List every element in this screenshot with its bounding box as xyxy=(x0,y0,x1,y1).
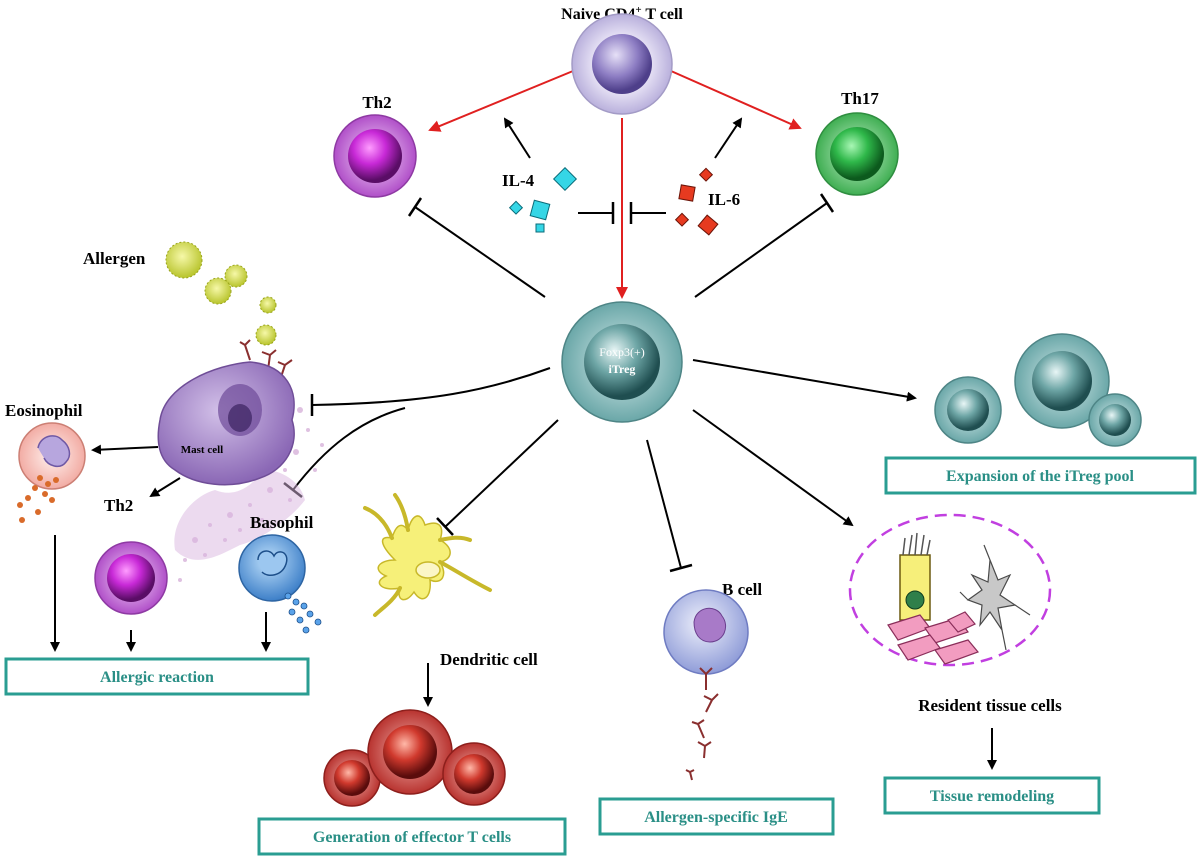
mast-cell: Mast cell xyxy=(157,339,324,582)
naive-to-th2-arrow xyxy=(428,70,574,132)
itreg-inhibits-basophil xyxy=(292,407,406,491)
th17-cell: Th17 xyxy=(815,89,899,196)
itreg-inhibits-dendritic xyxy=(444,419,559,528)
th17-label: Th17 xyxy=(841,89,879,108)
itreg-inhibits-th17 xyxy=(694,202,828,298)
itreg-inhibits-th2-bar xyxy=(407,197,423,217)
itreg-label: iTreg xyxy=(609,362,636,376)
outcome-expansion: Expansion of the iTreg pool xyxy=(884,456,1197,495)
resident-tissue-cells: Resident tissue cells xyxy=(848,513,1062,715)
bcell-label: B cell xyxy=(722,580,762,599)
allergen-label: Allergen xyxy=(83,249,146,268)
naive-to-th17-arrow xyxy=(670,70,802,130)
outcome-allergen-specific-ige: Allergen-specific IgE xyxy=(598,797,835,836)
effector-t-cells xyxy=(323,709,506,807)
remodeling-text: Tissue remodeling xyxy=(930,788,1054,805)
naive-nucleus xyxy=(592,34,652,94)
th2-cell-bottom: Th2 xyxy=(94,496,168,615)
dendritic-cell: Dendritic cell xyxy=(363,493,538,669)
effector-text: Generation of effector T cells xyxy=(313,829,511,846)
naive-cd4-t-cell: Naive CD4+ T cell xyxy=(561,4,683,115)
outcome-tissue-remodeling: Tissue remodeling xyxy=(883,776,1101,815)
eosinophil-label: Eosinophil xyxy=(5,401,83,420)
itreg-inhibits-mast-cell xyxy=(311,367,551,406)
th2-top-label: Th2 xyxy=(362,93,391,112)
expansion-text: Expansion of the iTreg pool xyxy=(946,468,1134,485)
itreg-expansion-cells xyxy=(934,333,1142,447)
il4-to-th2-arrow xyxy=(503,117,531,159)
outcome-allergic-reaction: Allergic reaction xyxy=(4,657,310,696)
eosinophil: Eosinophil xyxy=(5,401,86,523)
mast-to-th2-arrow xyxy=(149,477,181,498)
il6-label: IL-6 xyxy=(708,190,740,209)
itreg-inhibits-th2 xyxy=(414,206,546,298)
outcome-effector-t-cells: Generation of effector T cells xyxy=(257,817,567,856)
itreg-inhibits-th17-bar xyxy=(819,193,835,213)
il4-label: IL-4 xyxy=(502,171,535,190)
il6-cytokine: IL-6 xyxy=(674,167,740,236)
dendritic-label: Dendritic cell xyxy=(440,650,538,669)
itreg-cell: Foxp3(+) iTreg xyxy=(561,301,683,423)
allergic-text: Allergic reaction xyxy=(100,669,214,686)
basophil: Basophil xyxy=(238,513,322,634)
b-cell: B cell xyxy=(663,580,762,781)
itreg-inhibits-bcell xyxy=(646,439,682,569)
th2-cell-top: Th2 xyxy=(333,93,417,198)
itreg-to-tissue-arrow xyxy=(692,409,854,527)
ige-text: Allergen-specific IgE xyxy=(644,809,788,826)
tissue-cells-label: Resident tissue cells xyxy=(918,696,1062,715)
connectors xyxy=(50,70,997,770)
basophil-label: Basophil xyxy=(250,513,314,532)
dendritic-inhibit-bar xyxy=(436,517,454,536)
th2-bottom-label: Th2 xyxy=(104,496,133,515)
allergen-particles: Allergen xyxy=(83,241,277,346)
mast-to-eosinophil-arrow xyxy=(91,444,159,455)
il4-cytokine: IL-4 xyxy=(502,166,578,233)
mast-cell-label: Mast cell xyxy=(181,444,223,456)
bcell-inhibit-bar xyxy=(669,563,693,573)
il6-to-th17-arrow xyxy=(714,117,743,159)
itreg-foxp3-label: Foxp3(+) xyxy=(599,345,644,359)
tissue-boundary xyxy=(848,513,1052,667)
itreg-to-expansion-arrow xyxy=(692,359,917,402)
